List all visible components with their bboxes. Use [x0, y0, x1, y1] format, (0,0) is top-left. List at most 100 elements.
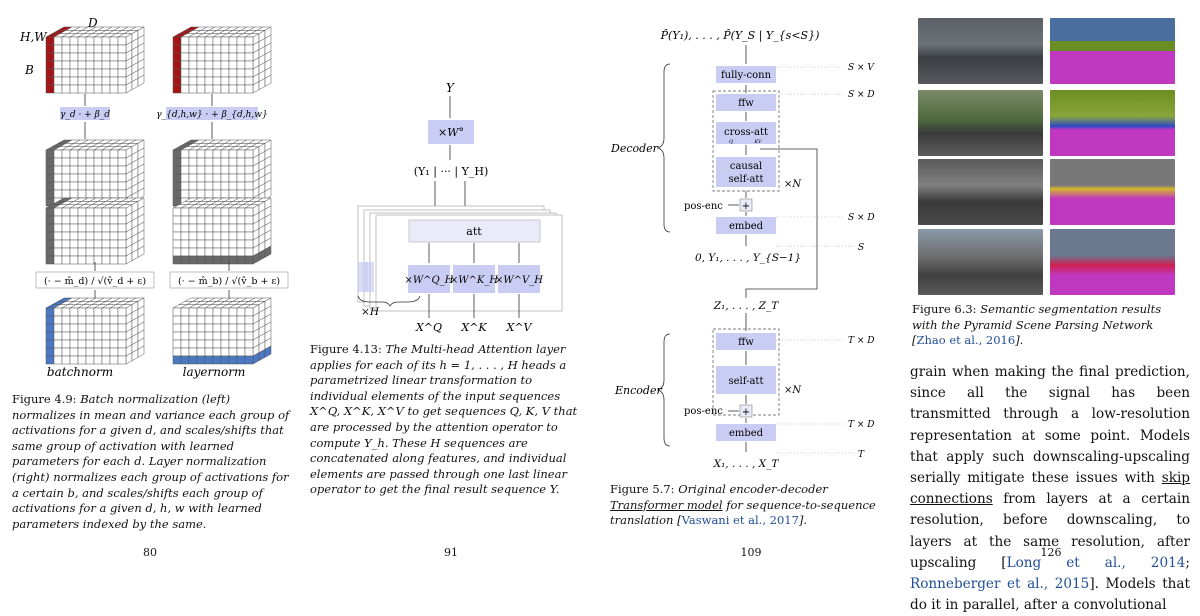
page-number: 91: [444, 546, 458, 559]
dec-seq: 0, Y₁, . . . , Y_{S−1}: [695, 252, 801, 264]
enc-ffw-label: ffw: [738, 337, 754, 348]
figure-6-3-caption: Figure 6.3: Semantic segmentation result…: [912, 302, 1190, 349]
transformer-figure: P̂(Y₁), . . . , P̂(Y_S | Y_{s<S}) fully-…: [610, 29, 875, 470]
kv-small: KV: [753, 139, 763, 145]
dimension-guides: [776, 66, 855, 454]
affine-right: γ_{d,h,w} · + β_{d,h,w}: [156, 110, 267, 120]
segmentation-result-image: [1050, 159, 1175, 225]
dim-sxd-1: S × D: [848, 90, 875, 100]
self-att-label: self-att: [729, 174, 764, 185]
cube-layer-top: [172, 26, 272, 94]
wo-label: ×W°: [438, 126, 464, 139]
caption-body: Batch normalization (left) normalizes in…: [12, 392, 290, 531]
fully-conn-box[interactable]: [716, 66, 776, 83]
skip-connections-link[interactable]: skip connections: [910, 470, 1190, 508]
page-number: 109: [740, 546, 762, 559]
affine-right-box: [166, 107, 258, 120]
cube-batch-mid: [45, 139, 145, 207]
enc-plus: +: [742, 407, 750, 418]
dec-ffw-label: ffw: [738, 98, 754, 109]
page-number: 80: [143, 546, 157, 559]
enc-embed-box[interactable]: [716, 424, 776, 441]
h-label: ×H: [361, 306, 380, 318]
caption-body-2: ].: [1015, 333, 1024, 348]
encoder-brace: [656, 333, 671, 447]
street-scene-photo: [918, 159, 1043, 225]
figure-4-9-caption: Figure 4.9: Batch normalization (left) n…: [12, 392, 290, 532]
segmentation-result-image: [1050, 90, 1175, 156]
wq-box: [408, 265, 450, 293]
affine-left-box: [60, 107, 110, 120]
cross-att-label: cross-att: [724, 127, 768, 138]
vaswani-citation-link[interactable]: Vaswani et al., 2017: [681, 513, 799, 528]
wk-label: ×W^K_H: [450, 275, 499, 286]
enc-embed-label: embed: [729, 428, 764, 439]
dec-ffw-box[interactable]: [716, 94, 776, 111]
zhao-citation-link[interactable]: Zhao et al., 2016: [916, 333, 1016, 348]
att-box: [408, 219, 541, 243]
dim-txd-1: T × D: [848, 336, 874, 346]
enc-mid: Z₁, . . . , Z_T: [713, 300, 779, 312]
dec-pos-enc: pos-enc: [684, 201, 723, 212]
wv-box: [498, 265, 540, 293]
enc-add-node: [739, 404, 753, 418]
segmentation-result-image: [1050, 229, 1175, 295]
dim-s: S: [858, 243, 864, 253]
cube-batch-bottom: [45, 297, 145, 365]
enc-seq: X₁, . . . , X_T: [713, 458, 780, 470]
dec-add-node: [739, 198, 753, 212]
xq-label: X^Q: [415, 321, 442, 334]
caption-lead: Figure 4.9:: [12, 392, 81, 406]
caption-body: The Multi-head Attention layer applies f…: [310, 342, 578, 497]
page-number: 126: [1040, 546, 1062, 559]
ronneberger-citation-link[interactable]: Ronneberger et al., 2015: [910, 576, 1090, 593]
figure-4-13-caption: Figure 4.13: The Multi-head Attention la…: [310, 342, 592, 498]
causal-self-att-box[interactable]: [716, 157, 776, 187]
wq-label: ×W^Q_H: [405, 275, 454, 286]
decoder-block: [712, 90, 780, 192]
segmentation-result-image: [1050, 18, 1175, 84]
enc-self-att-box[interactable]: [716, 366, 776, 394]
d-label: D: [87, 16, 98, 30]
cube-layer-bottom: [172, 297, 272, 365]
b-label: B: [24, 63, 34, 77]
label-batchnorm: batchnorm: [47, 365, 113, 379]
wk-box: [453, 265, 495, 293]
dim-sxd-2: S × D: [848, 213, 875, 223]
norm-right-box: [169, 271, 289, 289]
dim-txd-2: T × D: [848, 420, 874, 430]
xv-label: X^V: [506, 321, 533, 334]
enc-times-n: ×N: [784, 385, 802, 396]
caption-lead: Figure 4.13:: [310, 342, 386, 356]
caption-lead: Figure 6.3:: [912, 302, 981, 316]
hw-label: H,W: [19, 30, 48, 44]
norm-figure: H,W D B γ_d · + β_d γ_{d,h,w} · + β_{d,h…: [19, 16, 289, 379]
norm-left-box: [35, 271, 155, 289]
wo-box: [428, 120, 474, 144]
enc-ffw-box[interactable]: [716, 333, 776, 350]
cross-att-box[interactable]: [716, 122, 776, 144]
norm-left: (· − m̂_d) / √(v̂_d + ε): [44, 276, 146, 287]
caption-body-3: ].: [798, 513, 808, 528]
caption-body-1: Semantic segmentation results with the P…: [912, 302, 1162, 348]
dec-embed-box[interactable]: [716, 217, 776, 234]
street-scene-photo: [918, 90, 1043, 156]
decoder-brace: [656, 63, 671, 233]
page-126: Figure 6.3: Semantic segmentation result…: [900, 0, 1200, 613]
enc-pos-enc: pos-enc: [684, 406, 723, 417]
dec-times-n: ×N: [784, 179, 802, 190]
body-paragraph: grain when making the final prediction, …: [910, 362, 1190, 616]
q-small: Q: [729, 139, 733, 145]
affine-left: γ_d · + β_d: [60, 110, 110, 120]
transformer-model-link[interactable]: Transformer model: [610, 497, 723, 512]
norm-right: (· − m̂_b) / √(v̂_b + ε): [178, 276, 280, 287]
concat-label: (Y₁ | ··· | Y_H): [414, 165, 489, 179]
body-text-1: grain when making the final prediction, …: [910, 364, 1190, 487]
mha-figure: Y ×W° (Y₁ | ··· | Y_H) att ×W^Q_H ×W^K_H…: [357, 81, 563, 334]
dim-sxv: S × V: [848, 63, 875, 73]
label-layernorm: layernorm: [183, 365, 246, 379]
cube-batch-low: [45, 197, 145, 265]
y-label: Y: [446, 81, 455, 95]
wv-label: ×W^V_H: [495, 275, 543, 286]
cube-batch-top: [45, 26, 145, 94]
